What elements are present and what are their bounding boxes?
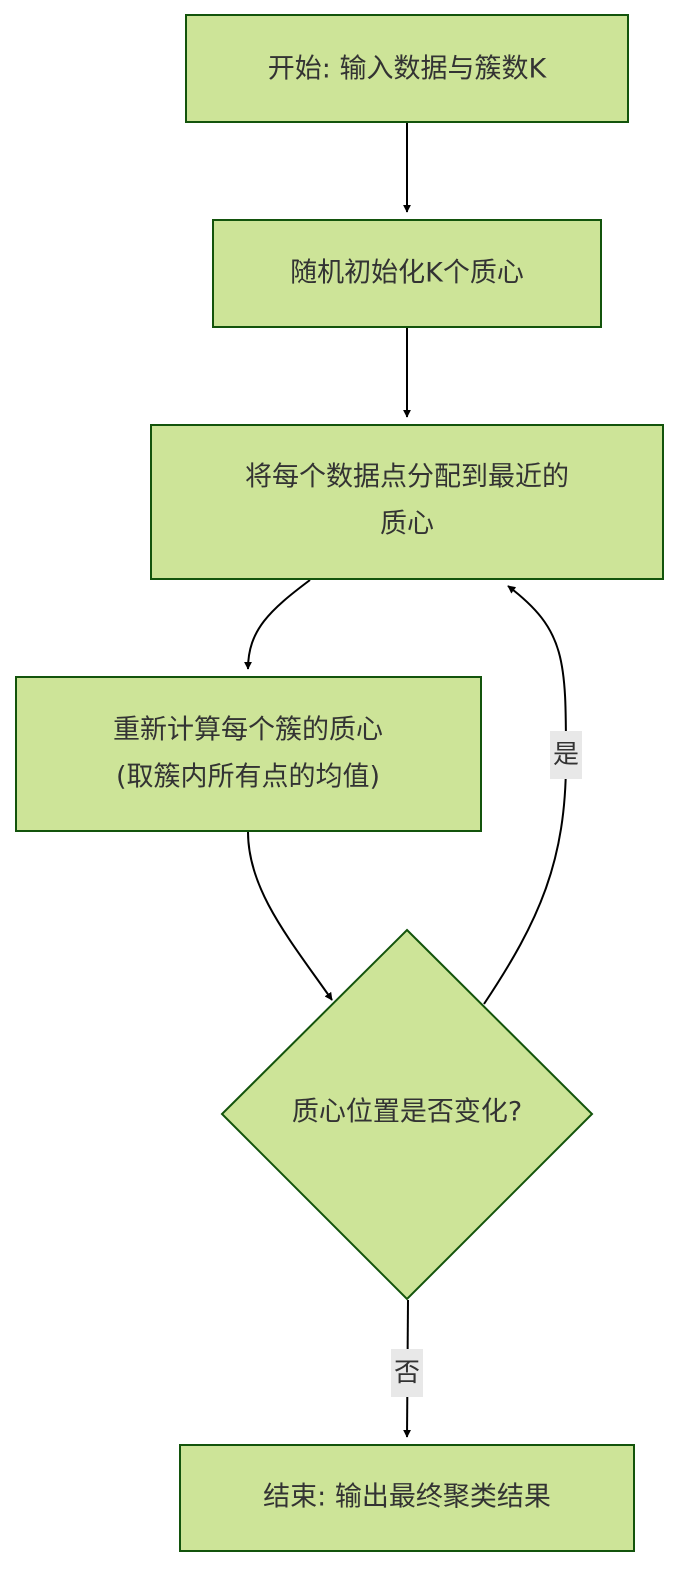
node-init-label: 随机初始化K个质心 bbox=[290, 258, 524, 289]
edge-label-yes-text: 是 bbox=[553, 740, 579, 770]
node-assign-label-line2: 质心 bbox=[380, 509, 434, 540]
edge-label-no-text: 否 bbox=[394, 1358, 420, 1388]
node-start[interactable]: 开始: 输入数据与簇数K bbox=[185, 14, 629, 123]
node-check-label: 质心位置是否变化? bbox=[292, 1097, 522, 1128]
node-end-label: 结束: 输出最终聚类结果 bbox=[263, 1482, 551, 1513]
edge-label-no: 否 bbox=[391, 1349, 423, 1397]
node-init[interactable]: 随机初始化K个质心 bbox=[212, 219, 602, 328]
edge-update-to-check bbox=[247, 831, 333, 1001]
node-update-label-line1: 重新计算每个簇的质心 bbox=[113, 715, 383, 746]
node-start-label: 开始: 输入数据与簇数K bbox=[268, 54, 548, 85]
edge-assign-to-update bbox=[244, 579, 311, 670]
node-end[interactable]: 结束: 输出最终聚类结果 bbox=[179, 1444, 635, 1552]
node-check[interactable]: 质心位置是否变化? bbox=[220, 928, 594, 1301]
node-assign-label-line1: 将每个数据点分配到最近的 bbox=[245, 462, 569, 493]
node-update-label-line2: (取簇内所有点的均值) bbox=[116, 762, 380, 793]
edge-label-yes: 是 bbox=[550, 731, 582, 779]
node-assign[interactable]: 将每个数据点分配到最近的 质心 bbox=[150, 424, 664, 580]
node-update[interactable]: 重新计算每个簇的质心 (取簇内所有点的均值) bbox=[15, 676, 482, 832]
edge-check-to-assign-yes bbox=[483, 585, 568, 1005]
